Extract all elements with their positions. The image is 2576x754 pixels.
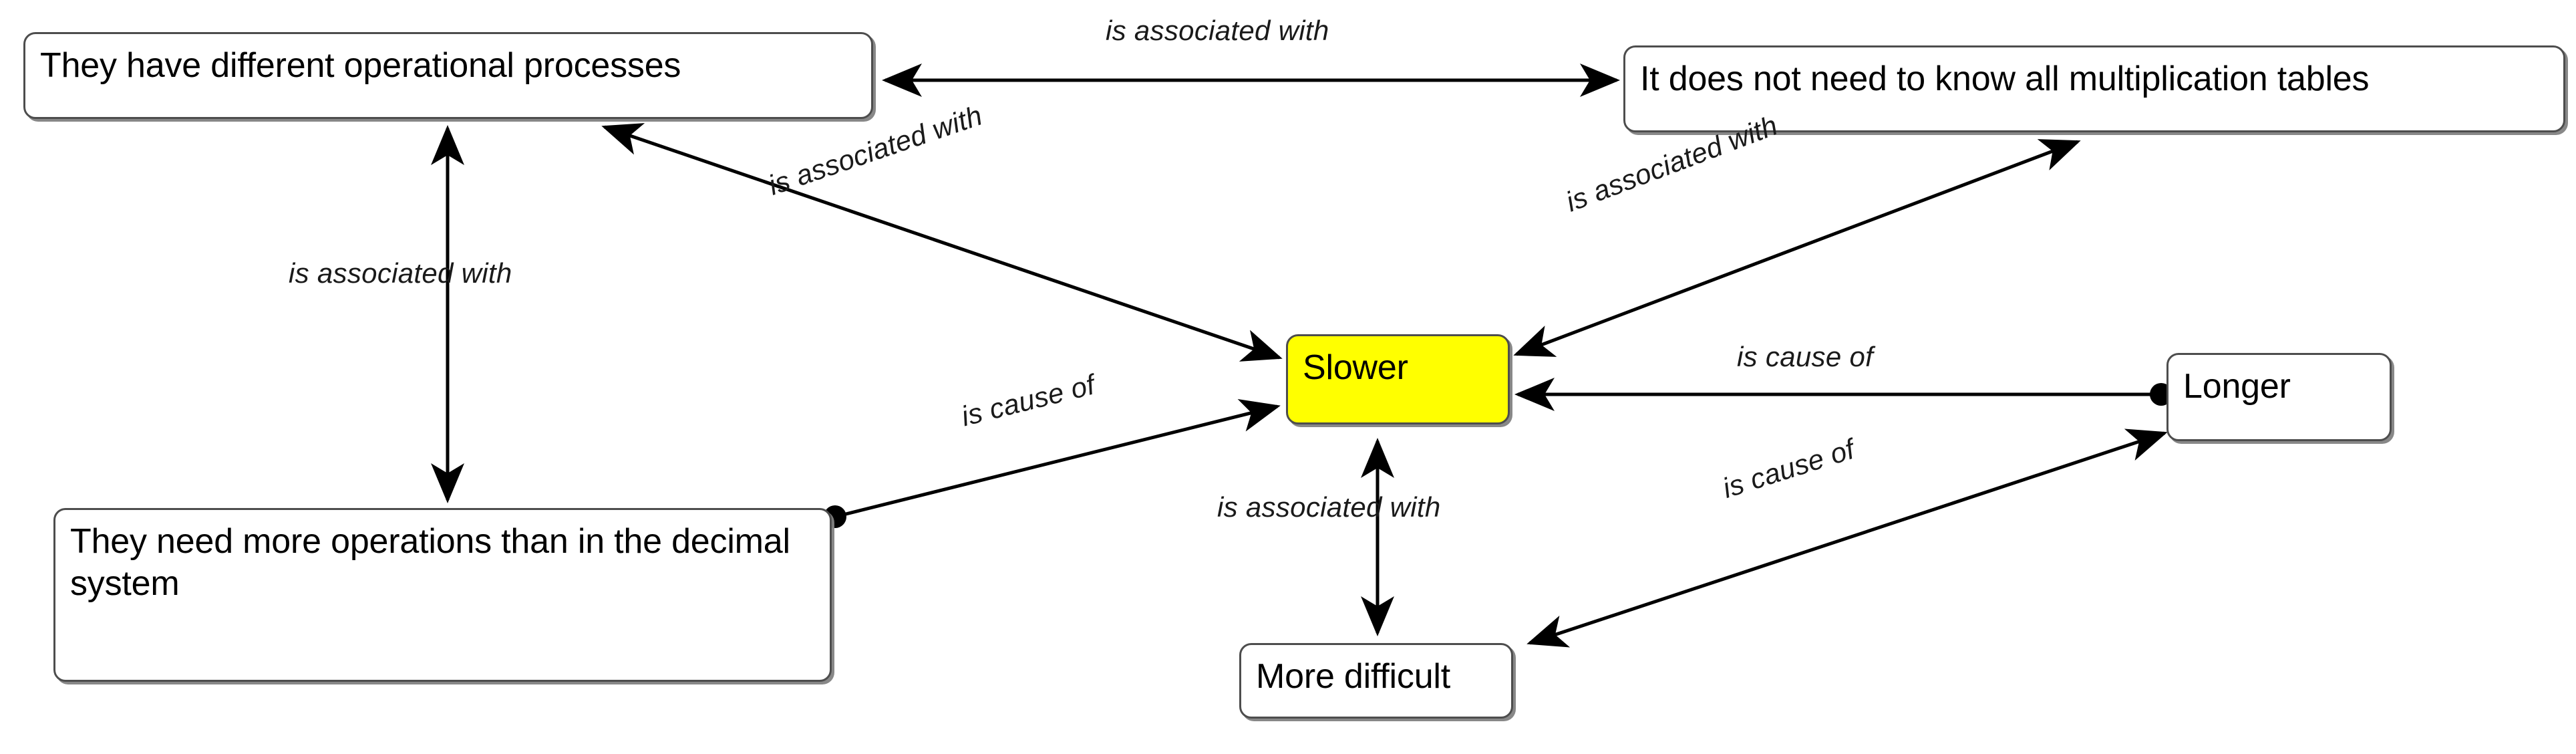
node-more-operations[interactable]: They need more operations than in the de…: [53, 508, 832, 682]
edge-tables-slower[interactable]: [1513, 139, 2081, 357]
node-longer[interactable]: Longer: [2166, 353, 2392, 441]
edge-processes-slower[interactable]: [601, 123, 1283, 362]
edge-operations-slower[interactable]: [823, 399, 1281, 529]
node-label: Longer: [2183, 367, 2291, 406]
node-label: They need more operations than in the de…: [70, 522, 800, 604]
edge-label-processes-operations: is associated with: [289, 257, 512, 289]
node-label: They have different operational processe…: [40, 46, 681, 85]
edge-label-slower-more-difficult: is associated with: [1217, 491, 1441, 523]
node-label: Slower: [1303, 348, 1408, 387]
node-multiplication-tables[interactable]: It does not need to know all multiplicat…: [1623, 45, 2565, 132]
node-different-operational-processes[interactable]: They have different operational processe…: [23, 32, 873, 119]
edge-label-longer-slower: is cause of: [1737, 341, 1874, 372]
edge-label-processes-tables: is associated with: [1106, 15, 1329, 46]
edge-longer-more-difficult[interactable]: [1526, 428, 2168, 648]
node-slower[interactable]: Slower: [1286, 334, 1510, 424]
node-label: It does not need to know all multiplicat…: [1640, 59, 2370, 98]
node-more-difficult[interactable]: More difficult: [1239, 643, 1513, 719]
node-label: More difficult: [1256, 657, 1451, 696]
